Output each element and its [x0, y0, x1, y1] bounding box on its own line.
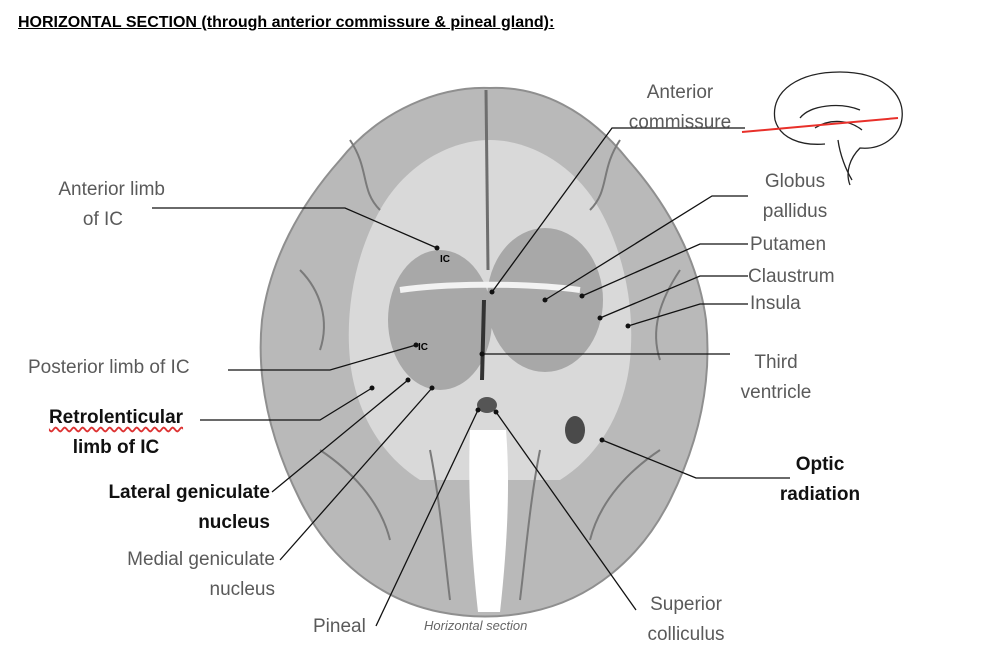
caption-horizontal-section: Horizontal section: [424, 618, 528, 633]
leader-claustrum: [599, 275, 748, 319]
label-pineal: Pineal: [313, 616, 366, 637]
brain-section-image: [259, 86, 709, 618]
leader-globus-pallidus: [544, 195, 748, 301]
label-claustrum: Claustrum: [748, 266, 835, 287]
leader-retrolenticular: [200, 387, 373, 421]
page-heading: HORIZONTAL SECTION (through anterior com…: [18, 14, 555, 31]
leader-anterior-limb: [152, 207, 438, 249]
ic-mark-anterior: IC: [440, 254, 450, 265]
leader-pineal: [375, 409, 479, 627]
leader-optic-radiation: [601, 439, 790, 479]
leader-lines: [152, 127, 790, 627]
label-putamen: Putamen: [750, 234, 827, 255]
leader-dots: [369, 245, 631, 443]
leader-superior-colliculus: [495, 411, 637, 611]
ic-mark-posterior: IC: [418, 342, 428, 353]
leader-mgn: [279, 387, 433, 561]
label-posterior-limb: Posterior limb of IC: [28, 357, 190, 378]
leader-posterior-limb: [228, 344, 417, 371]
leader-anterior-commissure: [491, 127, 745, 293]
sagittal-thumbnail-icon: [741, 71, 903, 186]
label-insula: Insula: [750, 293, 801, 314]
leader-lgn: [271, 379, 409, 493]
leader-putamen: [581, 243, 748, 297]
leader-insula: [627, 303, 748, 327]
